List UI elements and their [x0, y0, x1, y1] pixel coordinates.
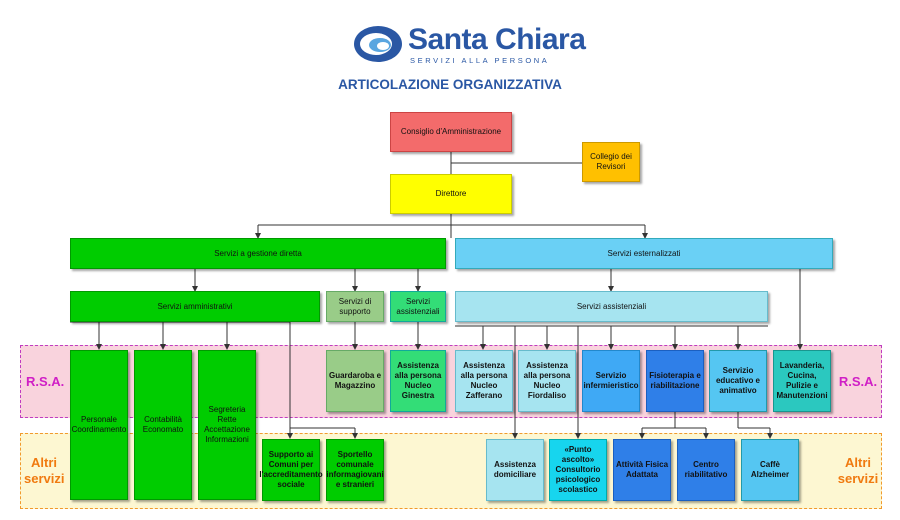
- box-educativo: Servizio educativo e animativo: [709, 350, 767, 412]
- box-gestione-diretta: Servizi a gestione diretta: [70, 238, 446, 269]
- logo-name: Santa Chiara: [408, 23, 586, 56]
- altri-label-left: Altri servizi: [24, 455, 64, 487]
- box-ginestra: Assistenza alla persona Nucleo Ginestra: [390, 350, 446, 412]
- box-segreteria: Segreteria Rette Accettazione Informazio…: [198, 350, 256, 500]
- box-zafferano: Assistenza alla persona Nucleo Zafferano: [455, 350, 513, 412]
- box-collegio: Collegio dei Revisori: [582, 142, 640, 182]
- box-direttore: Direttore: [390, 174, 512, 214]
- altri-label-right-line2: servizi: [837, 471, 879, 486]
- box-centro-riabilitativo: Centro riabilitativo: [677, 439, 735, 501]
- box-supporto-comuni: Supporto ai Comuni per l'accreditamento …: [259, 439, 323, 501]
- box-guardaroba: Guardaroba e Magazzino: [326, 350, 384, 412]
- box-lavanderia: Lavanderia, Cucina, Pulizie e Manutenzio…: [773, 350, 831, 412]
- box-fisioterapia: Fisioterapia e riabilitazione: [646, 350, 704, 412]
- box-attivita-fisica: Attività Fisica Adattata: [613, 439, 671, 501]
- altri-label-right-line1: Altri: [845, 455, 871, 470]
- box-punto-ascolto: «Punto ascolto» Consultorio psicologico …: [549, 439, 607, 501]
- box-consiglio: Consiglio d'Amministrazione: [390, 112, 512, 152]
- logo-tagline: SERVIZI ALLA PERSONA: [410, 56, 550, 65]
- rsa-label-left: R.S.A.: [26, 374, 65, 389]
- altri-label-left-line2: servizi: [24, 471, 65, 486]
- box-esternalizzati: Servizi esternalizzati: [455, 238, 833, 269]
- box-assistenziali-esterni: Servizi assistenziali: [455, 291, 768, 322]
- rsa-label-right: R.S.A.: [838, 374, 878, 389]
- box-sportello: Sportello comunale informagiovani e stra…: [326, 439, 384, 501]
- box-fiordaliso: Assistenza alla persona Nucleo Fiordalis…: [518, 350, 576, 412]
- page-title: ARTICOLAZIONE ORGANIZZATIVA: [338, 77, 562, 92]
- altri-label-right: Altri servizi: [836, 455, 880, 487]
- box-assistenziali-diretti: Servizi assistenziali: [390, 291, 446, 322]
- logo-icon: [354, 26, 402, 62]
- box-contabilita: Contabilità Economato: [134, 350, 192, 500]
- box-amministrativi: Servizi amministrativi: [70, 291, 320, 322]
- box-domiciliare: Assistenza domiciliare: [486, 439, 544, 501]
- box-caffe-alzheimer: Caffè Alzheimer: [741, 439, 799, 501]
- altri-label-left-line1: Altri: [31, 455, 57, 470]
- box-supporto: Servizi di supporto: [326, 291, 384, 322]
- box-infermieristico: Servizio infermieristico: [582, 350, 640, 412]
- box-personale: Personale Coordinamento: [70, 350, 128, 500]
